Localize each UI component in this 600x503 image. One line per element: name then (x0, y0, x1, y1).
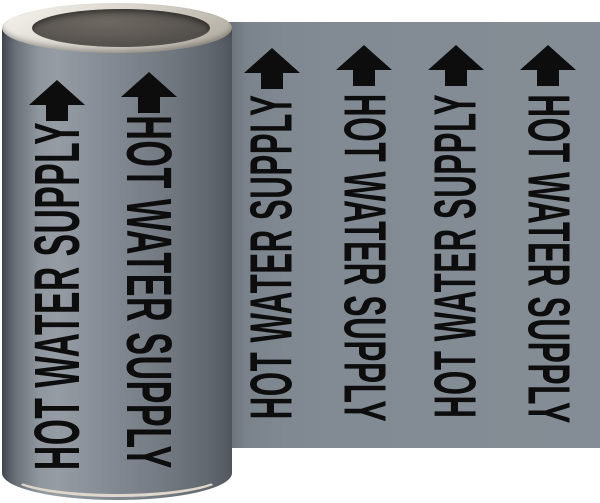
pipe-label-text: HOT WATER SUPPLY (515, 93, 582, 424)
up-arrow-icon (428, 45, 484, 86)
pipe-label-text: HOT WATER SUPPLY (238, 94, 305, 420)
up-arrow-icon (121, 72, 177, 113)
roll-top-rim (2, 3, 232, 53)
pipe-label-text: HOT WATER SUPPLY (21, 121, 93, 471)
tape-edge-highlight (9, 453, 225, 497)
tape-strip (220, 22, 600, 448)
pipe-label-text: HOT WATER SUPPLY (422, 93, 489, 419)
tape-roll-body (2, 28, 232, 500)
up-arrow-icon (244, 48, 300, 89)
roll-core (32, 9, 210, 47)
up-arrow-icon (520, 45, 576, 86)
pipe-label-text: HOT WATER SUPPLY (113, 115, 185, 469)
pipe-label-text: HOT WATER SUPPLY (331, 93, 398, 423)
tape-roll (2, 3, 232, 500)
up-arrow-icon (29, 80, 85, 121)
up-arrow-icon (336, 45, 392, 86)
